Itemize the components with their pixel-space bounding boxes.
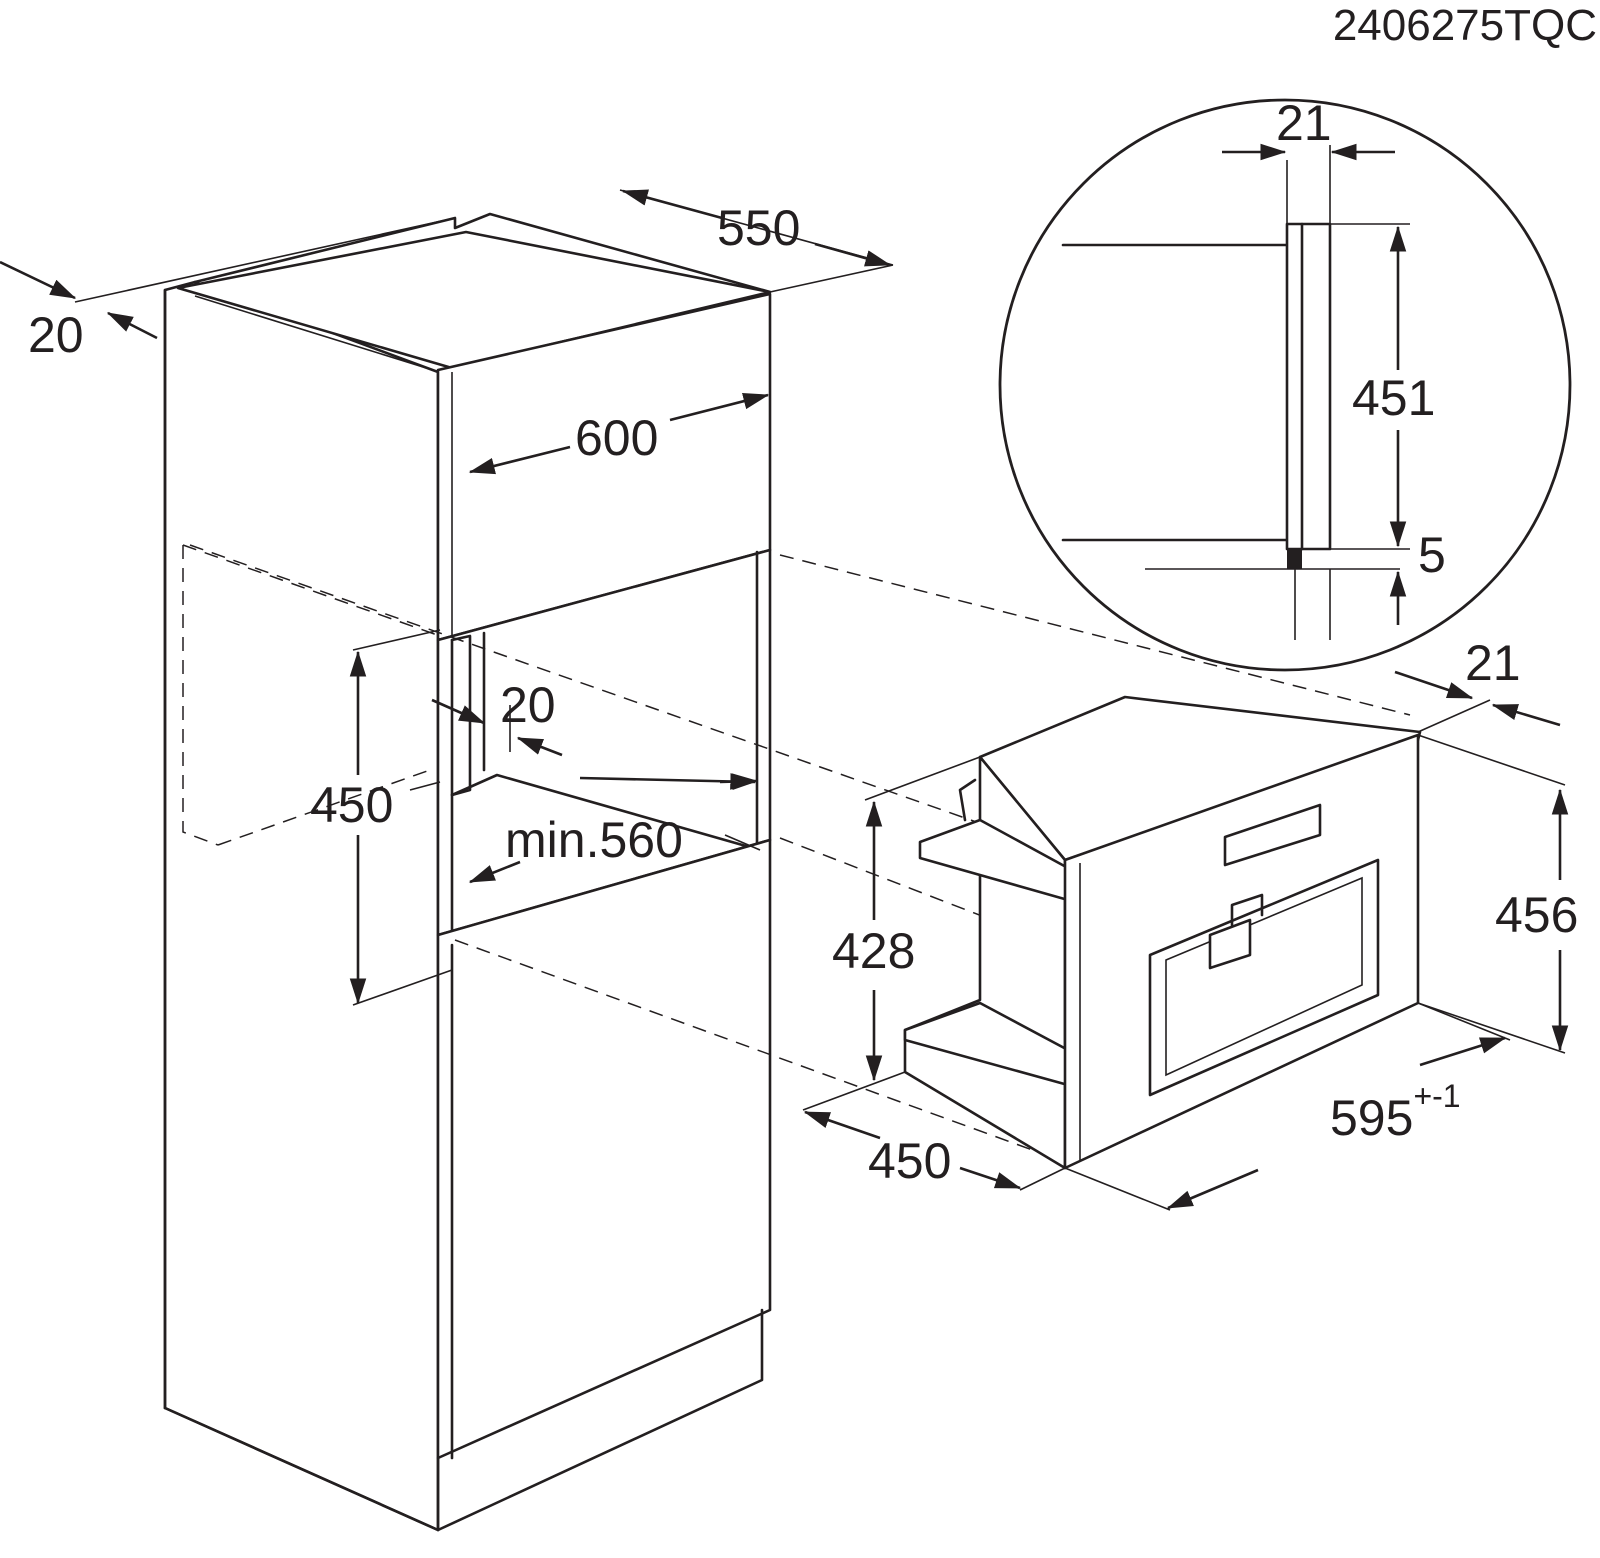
drawing-code: 2406275TQC: [1333, 1, 1597, 50]
device-shelf-bracket: [958, 778, 977, 822]
dim-cabinet-width: 600: [575, 410, 658, 466]
dimension-labels: 550 20 600 450 20 min.560 428 450 595+-1…: [28, 95, 1578, 1189]
device-display: [1223, 803, 1322, 867]
dim-device-width: 595+-1: [1330, 1078, 1461, 1146]
device-cup-opening: [1148, 858, 1380, 1097]
cabinet-lower-front: [436, 838, 772, 1460]
detail-gap: 5: [1418, 527, 1446, 583]
dim-device-height: 456: [1495, 887, 1578, 943]
detail-panel: [1285, 222, 1332, 551]
cabinet: [163, 212, 772, 1532]
dim-device-width-tolerance: +-1: [1413, 1078, 1460, 1114]
detail-circle: [998, 98, 1572, 672]
dim-front-thickness: 21: [1465, 635, 1521, 691]
dimension-lines: [0, 143, 1569, 1211]
cabinet-left-side: [163, 280, 440, 1532]
detail-view: [998, 98, 1572, 672]
dim-side-offset: 20: [500, 677, 556, 733]
coffee-machine: [903, 695, 1422, 1170]
detail-hinge: [1287, 549, 1302, 569]
detail-panel-thickness: 21: [1276, 95, 1332, 151]
device-spout: [1208, 918, 1252, 970]
niche-floor: [450, 773, 762, 852]
dim-cabinet-depth: 550: [717, 200, 800, 256]
cabinet-bottom-edge: [163, 1406, 440, 1532]
dim-device-width-value: 595: [1330, 1090, 1413, 1146]
dim-device-depth: 450: [868, 1133, 951, 1189]
device-cup-opening-inner: [1165, 876, 1363, 1077]
dim-niche-width-min: min.560: [505, 812, 683, 868]
projection-lines: [182, 544, 1411, 1161]
dim-niche-height: 450: [310, 777, 393, 833]
dim-device-body-height: 428: [832, 923, 915, 979]
device-spout-top: [1230, 893, 1264, 927]
dim-panel-offset: 20: [28, 307, 84, 363]
detail-panel-height: 451: [1352, 370, 1435, 426]
cabinet-plinth: [436, 1308, 764, 1532]
cabinet-top-edge: [194, 295, 453, 377]
